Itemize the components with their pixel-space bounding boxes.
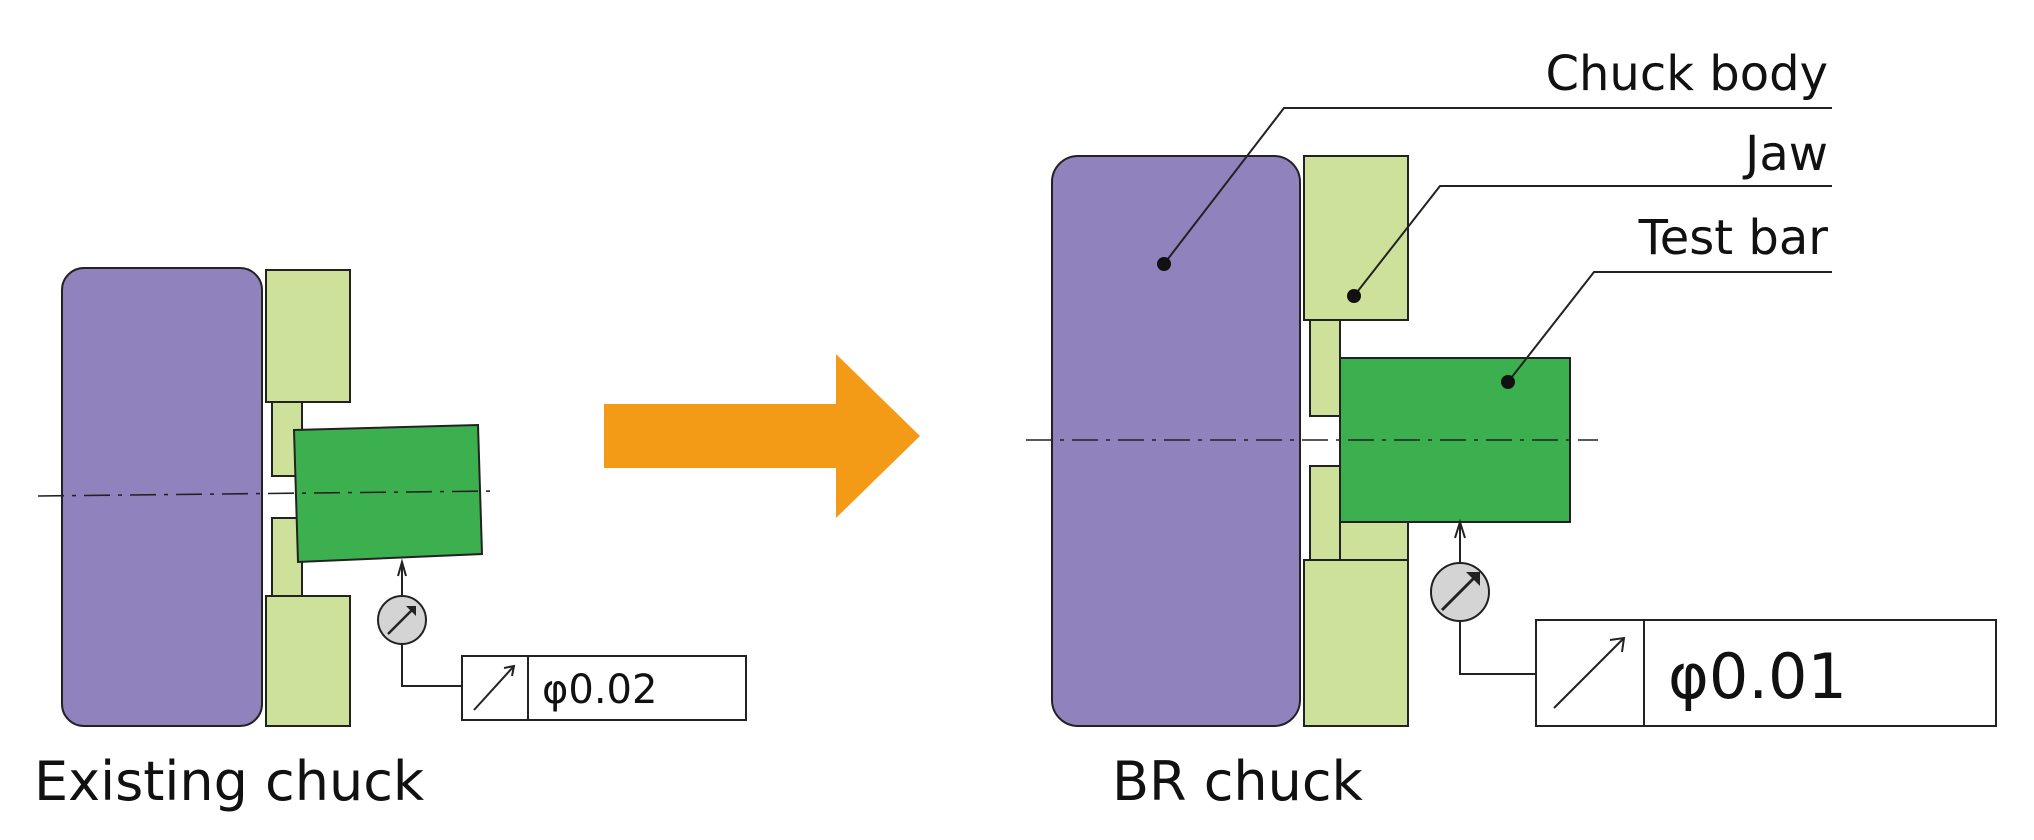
right-arrow-icon [604, 354, 920, 518]
runout-arrow-icon [473, 665, 515, 711]
br-chuck-caption: BR chuck [1112, 750, 1364, 813]
existing-chuck-body [61, 267, 263, 727]
leader-test-bar [1501, 271, 1832, 389]
br-chuck-jaws [1303, 155, 1409, 727]
br-chuck-body [1051, 155, 1301, 727]
existing-chuck-group: φ0.02 Existing chuck [34, 267, 747, 813]
br-tolerance-frame: φ0.01 [1535, 619, 1997, 727]
existing-chuck-caption: Existing chuck [34, 750, 425, 813]
existing-center-line [37, 490, 499, 497]
label-jaw: Jaw [1742, 126, 1828, 182]
runout-arrow-icon [1553, 637, 1625, 709]
existing-tolerance-value: φ0.02 [542, 667, 657, 713]
existing-test-bar [292, 423, 484, 564]
br-chuck-group: φ0.01 Chuck body Jaw Test bar BR chuck [1026, 46, 1997, 813]
existing-dial-indicator [377, 558, 462, 687]
br-dial-indicator [1430, 518, 1536, 675]
label-test-bar: Test bar [1638, 210, 1829, 266]
br-tolerance-value: φ0.01 [1668, 640, 1847, 713]
leader-chuck-body [1157, 107, 1832, 271]
leader-jaw [1347, 185, 1832, 303]
existing-tolerance-frame: φ0.02 [461, 655, 747, 721]
label-chuck-body: Chuck body [1545, 46, 1828, 102]
